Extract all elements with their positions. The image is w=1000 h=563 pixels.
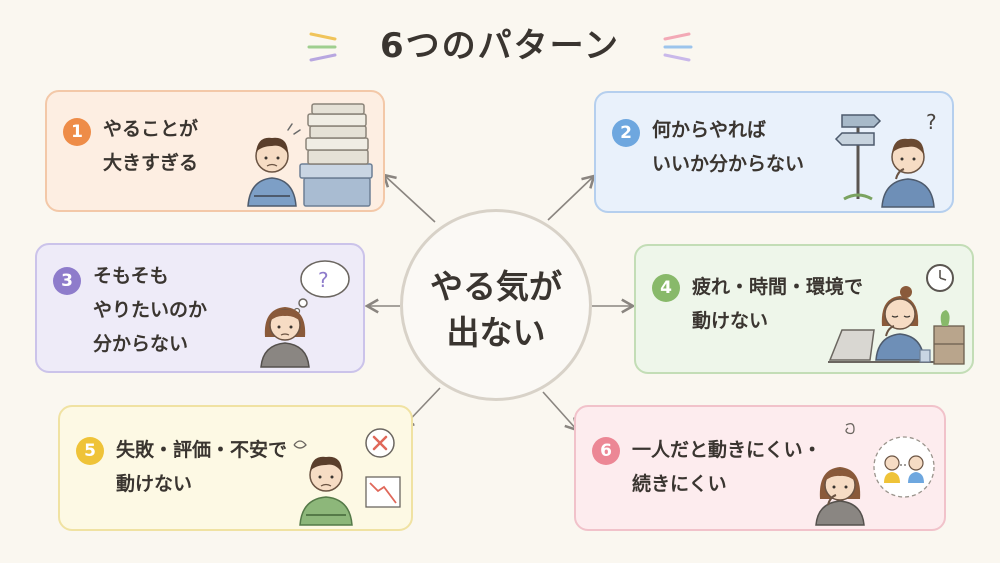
signpost-question-person-icon: ? [834, 110, 937, 208]
pattern-label-4: 疲れ・時間・環境で 動けない [692, 276, 864, 332]
pattern-card-3: 3 そもそも やりたいのか 分からない ? [35, 243, 365, 373]
pattern-number-1: 1 [63, 118, 91, 146]
pattern-number-2: 2 [612, 119, 640, 147]
stacked-boxes-person-icon [247, 103, 373, 207]
center-circle: やる気が 出ない [400, 209, 592, 401]
title-deco-left-icon [307, 32, 337, 62]
pattern-label-5: 失敗・評価・不安で 動けない [116, 439, 288, 495]
worried-person-cross-chart-icon [293, 428, 401, 526]
pattern-label-3: そもそも やりたいのか 分からない [93, 265, 208, 355]
pattern-number-4: 4 [652, 274, 680, 302]
pattern-card-4: 4 疲れ・時間・環境で 動けない [634, 244, 974, 374]
pattern-number-5: 5 [76, 437, 104, 465]
pattern-card-1: 1 やることが 大きすぎる [45, 90, 385, 212]
pattern-number-3: 3 [53, 267, 81, 295]
page-title: 6つのパターン [380, 26, 620, 66]
arrow-to-pattern-2 [547, 174, 596, 221]
pattern-number-6: 6 [592, 437, 620, 465]
arrow-to-pattern-6 [542, 391, 579, 432]
svg-text:?: ? [926, 110, 937, 134]
center-label: やる気が 出ない [430, 267, 562, 352]
pattern-label-2: 何からやれば いいか分からない [652, 119, 805, 175]
pattern-label-6: 一人だと動きにくい・ 続きにくい [632, 439, 822, 495]
tired-person-laptop-clock-icon [828, 264, 965, 365]
pattern-card-6: 6 一人だと動きにくい・ 続きにくい [574, 405, 946, 531]
lonely-person-pair-icon [815, 423, 935, 526]
thought-bubble-question-person-icon: ? [260, 260, 350, 368]
pattern-card-2: 2 何からやれば いいか分からない ? [594, 91, 954, 213]
arrow-to-pattern-1 [382, 173, 436, 223]
svg-text:?: ? [318, 268, 329, 292]
pattern-label-1: やることが 大きすぎる [103, 118, 199, 174]
title-deco-right-icon [663, 32, 693, 62]
pattern-card-5: 5 失敗・評価・不安で 動けない [58, 405, 413, 531]
